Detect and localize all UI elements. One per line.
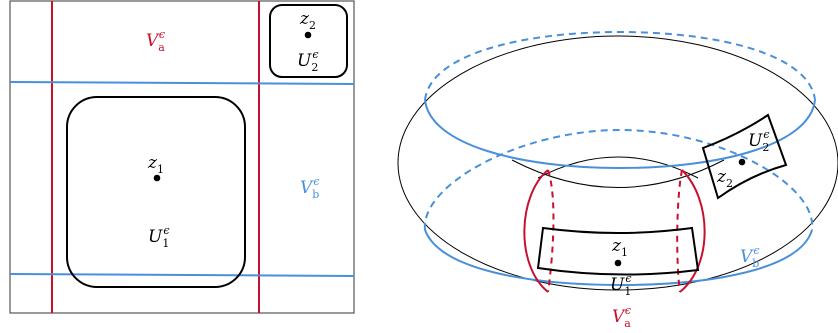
torus-hole-upper-curve: [537, 156, 699, 179]
point-z2-flat: [304, 31, 312, 39]
label-z2-flat: z2: [299, 9, 316, 32]
label-va-torus: Vaϵ: [612, 304, 631, 330]
flat-square-panel: Vaϵ Vbϵ z1 U1ϵ z2 U2ϵ: [9, 0, 355, 314]
label-va-flat: Vaϵ: [146, 28, 165, 54]
label-z2-torus: z2: [716, 167, 733, 190]
blue-lower-ring-front: [424, 229, 813, 287]
red-meridian-right-front: [679, 169, 706, 293]
torus-panel: z1 U1ϵ z2 U2ϵ Vbϵ Vaϵ: [397, 30, 838, 330]
blue-horizontal-line-bottom: [9, 273, 355, 277]
point-z2-torus: [738, 158, 746, 166]
label-u1-flat: U1ϵ: [148, 224, 170, 250]
u1-region: [66, 96, 246, 288]
label-z1-torus: z1: [611, 236, 628, 259]
red-meridian-right-back: [676, 169, 683, 293]
blue-upper-ring-back: [424, 30, 816, 101]
label-z1-flat: z1: [147, 153, 164, 176]
u2-region: [269, 4, 348, 78]
blue-horizontal-line-top: [9, 81, 355, 85]
square-frame: [9, 0, 355, 314]
label-u2-flat: U2ϵ: [297, 48, 319, 74]
label-vb-torus: Vbϵ: [740, 244, 760, 270]
torus-hole-lower-curve: [511, 159, 725, 188]
blue-lower-ring-back: [423, 128, 814, 231]
label-u2-torus: U2ϵ: [748, 128, 770, 154]
point-z1-flat: [153, 174, 161, 182]
red-meridian-left-back: [547, 169, 555, 293]
blue-upper-ring-front: [424, 99, 816, 170]
torus-outer-outline: [397, 35, 838, 291]
label-u1-torus: U1ϵ: [610, 272, 632, 298]
u1-region-torus: [536, 226, 700, 276]
red-meridian-left-front: [523, 169, 549, 293]
u2-region-torus: [701, 113, 788, 200]
point-z1-torus: [614, 259, 622, 267]
label-vb-flat: Vbϵ: [300, 175, 320, 201]
